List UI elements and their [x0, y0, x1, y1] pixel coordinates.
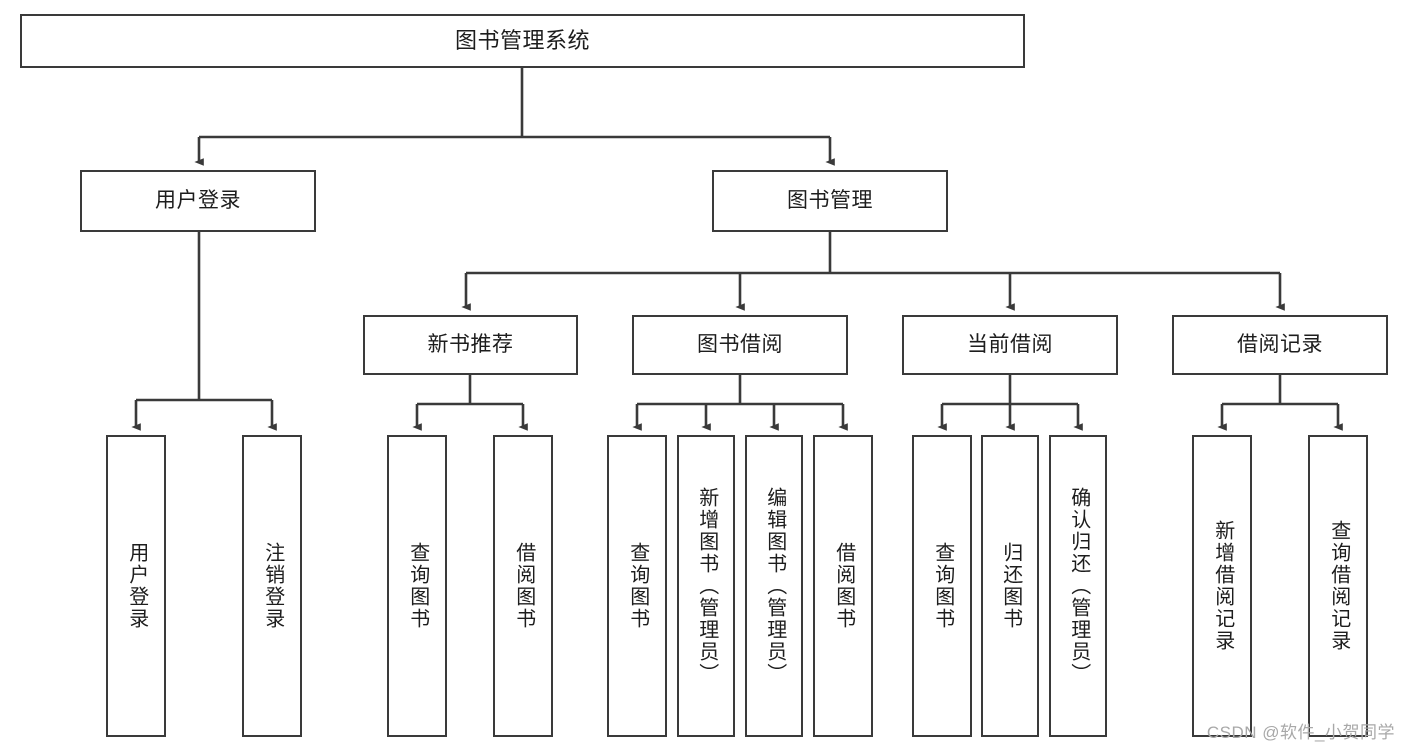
node-leaf-add-borrow-record[interactable]: 新增借阅记录	[1192, 435, 1252, 737]
node-label: 借阅图书	[832, 542, 855, 630]
node-label: 查询图书	[406, 542, 429, 630]
node-leaf-logout-login[interactable]: 注销登录	[242, 435, 302, 737]
node-label: 当前借阅	[967, 332, 1053, 356]
node-book-management[interactable]: 图书管理	[712, 170, 948, 232]
node-current-borrow[interactable]: 当前借阅	[902, 315, 1118, 375]
node-label: 图书管理系统	[454, 28, 590, 54]
node-label: 查询图书	[931, 542, 954, 630]
watermark-text: CSDN @软件_小贺同学	[1206, 723, 1395, 742]
node-label: 用户登录	[125, 542, 148, 630]
node-label: 图书管理	[787, 188, 873, 212]
node-leaf-query-book-recommend[interactable]: 查询图书	[387, 435, 447, 737]
node-label: 用户登录	[155, 188, 241, 212]
node-label: 编辑图书（管理员）	[763, 487, 786, 685]
node-leaf-query-borrow-record[interactable]: 查询借阅记录	[1308, 435, 1368, 737]
node-borrow-record[interactable]: 借阅记录	[1172, 315, 1388, 375]
node-label: 借阅图书	[512, 542, 535, 630]
node-leaf-query-book-current[interactable]: 查询图书	[912, 435, 972, 737]
node-label: 归还图书	[999, 542, 1022, 630]
node-leaf-borrow-book-recommend[interactable]: 借阅图书	[493, 435, 553, 737]
node-leaf-edit-book[interactable]: 编辑图书（管理员）	[745, 435, 803, 737]
node-label: 注销登录	[261, 542, 284, 630]
node-leaf-confirm-return[interactable]: 确认归还（管理员）	[1049, 435, 1107, 737]
node-root-book-management-system[interactable]: 图书管理系统	[20, 14, 1025, 68]
node-label: 确认归还（管理员）	[1067, 487, 1090, 685]
node-label: 新增借阅记录	[1211, 520, 1234, 652]
node-label: 图书借阅	[697, 332, 783, 356]
node-label: 借阅记录	[1237, 332, 1323, 356]
node-label: 查询借阅记录	[1327, 520, 1350, 652]
node-label: 新增图书（管理员）	[695, 487, 718, 685]
node-leaf-user-login[interactable]: 用户登录	[106, 435, 166, 737]
node-book-borrow[interactable]: 图书借阅	[632, 315, 848, 375]
node-label: 新书推荐	[427, 332, 514, 356]
node-label: 查询图书	[626, 542, 649, 630]
node-user-login[interactable]: 用户登录	[80, 170, 316, 232]
node-leaf-query-book-borrow[interactable]: 查询图书	[607, 435, 667, 737]
node-leaf-borrow-book[interactable]: 借阅图书	[813, 435, 873, 737]
node-new-book-recommend[interactable]: 新书推荐	[363, 315, 578, 375]
node-leaf-return-book[interactable]: 归还图书	[981, 435, 1039, 737]
node-leaf-add-book[interactable]: 新增图书（管理员）	[677, 435, 735, 737]
